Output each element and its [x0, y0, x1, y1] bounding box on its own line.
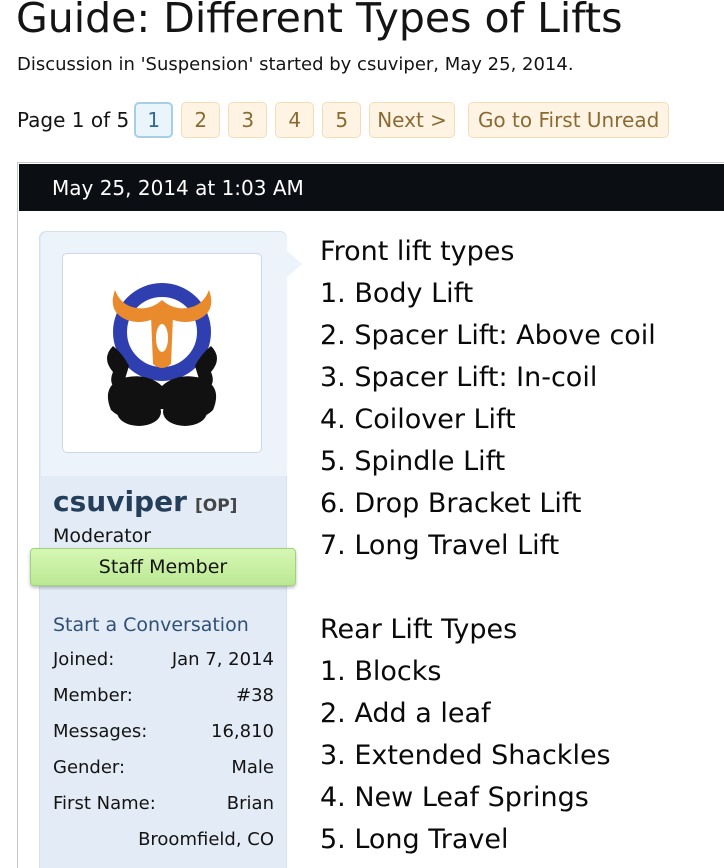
- list-item: 2. Spacer Lift: Above coil: [320, 320, 656, 351]
- stat-gender: Gender: Male: [53, 756, 274, 792]
- list-item: 4. New Leaf Springs: [320, 782, 589, 813]
- thread-title: Guide: Different Types of Lifts: [16, 0, 623, 42]
- message-post: May 25, 2014 at 1:03 AM: [17, 162, 724, 868]
- stat-member: Member: #38: [53, 684, 274, 720]
- page-link-1[interactable]: 1: [134, 102, 174, 138]
- list-item: 5. Spindle Lift: [320, 446, 506, 477]
- stat-label: Gender:: [53, 757, 126, 778]
- post-date[interactable]: May 25, 2014 at 1:03 AM: [52, 176, 304, 200]
- list-item: 5. Long Travel: [320, 824, 509, 855]
- go-to-first-unread-button[interactable]: Go to First Unread: [467, 102, 670, 138]
- list-item: 4. Coilover Lift: [320, 404, 516, 435]
- user-stats: Joined: Jan 7, 2014 Member: #38 Messages…: [53, 648, 274, 864]
- stat-label: Member:: [53, 685, 133, 706]
- page-link-5[interactable]: 5: [322, 102, 362, 138]
- stat-joined: Joined: Jan 7, 2014: [53, 648, 274, 684]
- stat-value: Male: [231, 757, 274, 778]
- list-item: 6. Drop Bracket Lift: [320, 488, 582, 519]
- list-item: 2. Add a leaf: [320, 698, 491, 729]
- list-item: 3. Spacer Lift: In-coil: [320, 362, 598, 393]
- username-block: csuviper [OP]: [53, 482, 237, 526]
- staff-member-badge: Staff Member: [30, 548, 296, 586]
- stat-value: Jan 7, 2014: [171, 649, 274, 670]
- stat-label: Messages:: [53, 721, 148, 742]
- stat-location: Broomfield, CO: [53, 828, 274, 864]
- next-page-button[interactable]: Next >: [369, 102, 455, 138]
- speech-arrow: [286, 250, 302, 278]
- paragraph-gap: [320, 567, 724, 609]
- page-navigation: Page 1 of 5 1 2 3 4 5 Next > Go to First…: [17, 102, 677, 138]
- page-count-label: Page 1 of 5: [17, 108, 130, 132]
- thread-byline: Discussion in 'Suspension' started by cs…: [17, 54, 574, 75]
- stat-value[interactable]: 16,810: [211, 721, 274, 742]
- stat-messages: Messages: 16,810: [53, 720, 274, 756]
- list-item: 3. Extended Shackles: [320, 740, 611, 771]
- stat-first-name: First Name: Brian: [53, 792, 274, 828]
- message-user-info: csuviper [OP] Moderator Staff Member Sta…: [30, 231, 302, 868]
- page-link-3[interactable]: 3: [228, 102, 268, 138]
- location-value[interactable]: Broomfield, CO: [138, 829, 274, 850]
- username-link[interactable]: csuviper: [53, 485, 187, 518]
- page-link-4[interactable]: 4: [275, 102, 315, 138]
- list-item: 1. Blocks: [320, 656, 442, 687]
- user-title: Moderator: [53, 525, 152, 547]
- op-tag: [OP]: [194, 496, 238, 516]
- list-item: 7. Long Travel Lift: [320, 530, 560, 561]
- avatar[interactable]: [62, 253, 262, 453]
- front-lift-heading: Front lift types: [320, 236, 515, 267]
- start-conversation-link[interactable]: Start a Conversation: [53, 614, 249, 636]
- stat-value: Brian: [226, 793, 274, 814]
- rear-lift-heading: Rear Lift Types: [320, 614, 518, 645]
- horned-skull-logo-avatar-icon: [107, 283, 217, 426]
- stat-label: Joined:: [53, 649, 115, 670]
- stat-label: First Name:: [53, 793, 156, 814]
- page-link-2[interactable]: 2: [181, 102, 221, 138]
- stat-value: #38: [236, 685, 274, 706]
- post-date-bar: May 25, 2014 at 1:03 AM: [19, 164, 724, 211]
- list-item: 1. Body Lift: [320, 278, 474, 309]
- avatar-holder: [41, 232, 287, 476]
- message-content: Front lift types 1. Body Lift 2. Spacer …: [320, 231, 724, 861]
